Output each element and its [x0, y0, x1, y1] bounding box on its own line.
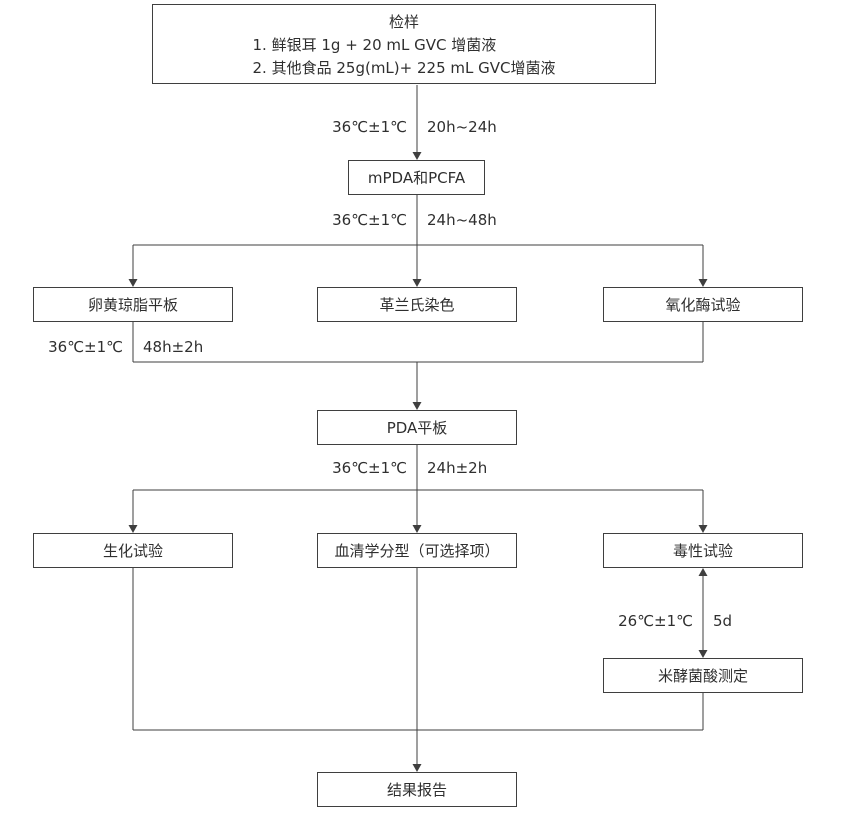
- edge2-temp-label: 36℃±1℃: [332, 211, 407, 229]
- arrowhead-toxicity: [698, 525, 708, 533]
- arrowhead-serotype: [412, 525, 422, 533]
- node-sample-line1: 1. 鲜银耳 1g + 20 mL GVC 增菌液: [252, 36, 497, 54]
- arrowhead-mpda: [412, 152, 422, 160]
- node-gram-stain: 革兰氏染色: [317, 287, 517, 322]
- node-serotyping-label: 血清学分型（可选择项）: [334, 542, 500, 560]
- node-serotyping: 血清学分型（可选择项）: [317, 533, 517, 568]
- arrowhead-bongkrekic: [698, 650, 708, 658]
- edge1-time-label: 20h~24h: [427, 118, 497, 136]
- edge5-temp-label: 26℃±1℃: [618, 612, 693, 630]
- node-sample-details: 1. 鲜银耳 1g + 20 mL GVC 增菌液 2. 其他食品 25g(mL…: [253, 34, 556, 80]
- edge3-time-label: 48h±2h: [143, 338, 204, 356]
- arrowhead-report: [412, 764, 422, 772]
- node-oxidase-test: 氧化酶试验: [603, 287, 803, 322]
- node-biochemical-test: 生化试验: [33, 533, 233, 568]
- edge4-time-label: 24h±2h: [427, 459, 488, 477]
- node-bongkrekic-acid-label: 米酵菌酸测定: [657, 667, 748, 685]
- arrowhead-biochem: [128, 525, 138, 533]
- node-toxicity-test: 毒性试验: [603, 533, 803, 568]
- node-biochemical-test-label: 生化试验: [102, 542, 163, 560]
- node-pda-plate: PDA平板: [317, 410, 517, 445]
- node-sample-title: 检样: [388, 13, 419, 31]
- arrowhead-pda: [412, 402, 422, 410]
- node-pda-plate-label: PDA平板: [386, 419, 448, 437]
- arrowhead-eggyolk: [128, 279, 138, 287]
- node-oxidase-test-label: 氧化酶试验: [665, 296, 741, 314]
- node-result-report: 结果报告: [317, 772, 517, 807]
- edge1-temp-label: 36℃±1℃: [332, 118, 407, 136]
- arrowhead-gram: [412, 279, 422, 287]
- arrowhead-oxidase: [698, 279, 708, 287]
- node-gram-stain-label: 革兰氏染色: [379, 296, 455, 314]
- node-mpda-pcfa-label: mPDA和PCFA: [367, 169, 466, 187]
- node-toxicity-test-label: 毒性试验: [672, 542, 733, 560]
- edge3-temp-label: 36℃±1℃: [48, 338, 123, 356]
- node-mpda-pcfa: mPDA和PCFA: [348, 160, 485, 195]
- node-bongkrekic-acid: 米酵菌酸测定: [603, 658, 803, 693]
- arrowhead-toxicity-up: [698, 568, 708, 576]
- node-sample: 检样 1. 鲜银耳 1g + 20 mL GVC 增菌液 2. 其他食品 25g…: [152, 4, 656, 84]
- edge5-time-label: 5d: [713, 612, 733, 630]
- node-result-report-label: 结果报告: [386, 781, 447, 799]
- node-egg-yolk-plate-label: 卵黄琼脂平板: [87, 296, 178, 314]
- node-sample-line2: 2. 其他食品 25g(mL)+ 225 mL GVC增菌液: [252, 59, 556, 77]
- edge2-time-label: 24h~48h: [427, 211, 497, 229]
- edge4-temp-label: 36℃±1℃: [332, 459, 407, 477]
- node-egg-yolk-plate: 卵黄琼脂平板: [33, 287, 233, 322]
